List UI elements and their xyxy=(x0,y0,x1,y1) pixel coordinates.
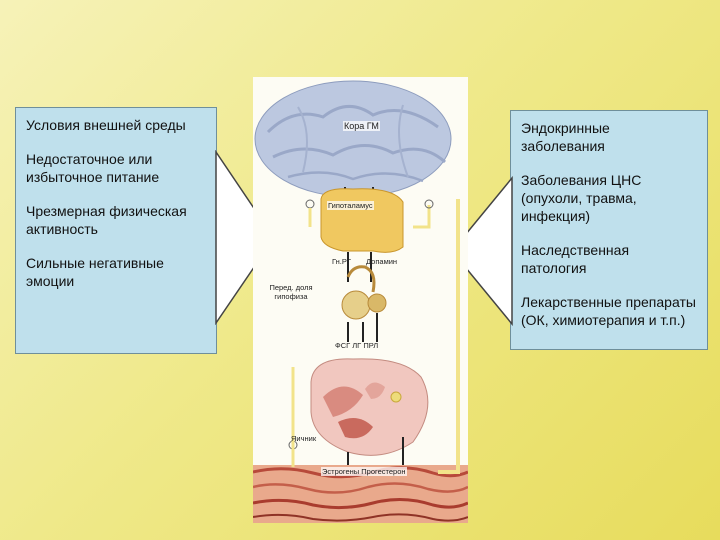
right-factors-box: Эндокринные заболевания Заболевания ЦНС … xyxy=(510,110,708,350)
steroids-label: Эстрогены Прогестерон xyxy=(321,467,407,476)
cortex-label: Кора ГМ xyxy=(343,121,380,131)
right-item-hereditary: Наследственная патология xyxy=(521,242,630,276)
pituitary-icon xyxy=(341,290,371,320)
ovary-icon xyxy=(310,358,429,456)
left-item-physical-activity: Чрезмерная физическая активность xyxy=(26,203,187,237)
right-item-cns: Заболевания ЦНС (опухоли, травма, инфекц… xyxy=(521,172,642,224)
hpo-axis-diagram: Кора ГМ Гипоталамус Гн.РГ Допамин Перед.… xyxy=(252,77,469,523)
anatomy-illustration xyxy=(252,80,469,523)
dopamine-label: Допамин xyxy=(366,257,398,266)
left-item-environment: Условия внешней среды xyxy=(26,117,186,133)
hormones-label: ФСГ ЛГ ПРЛ xyxy=(335,341,379,350)
right-item-drugs: Лекарственные препараты (ОК, химиотерапи… xyxy=(521,294,696,328)
left-item-nutrition: Недостаточное или избыточное питание xyxy=(26,151,160,185)
grh-label: Гн.РГ xyxy=(332,257,351,266)
ovary-label: Яичник xyxy=(291,434,317,443)
right-arrow-icon xyxy=(451,176,513,326)
left-factors-box: Условия внешней среды Недостаточное или … xyxy=(15,107,217,354)
hypothalamus-label: Гипоталамус xyxy=(327,201,374,210)
left-item-emotions: Сильные негативные эмоции xyxy=(26,255,164,289)
right-item-endocrine: Эндокринные заболевания xyxy=(521,120,610,154)
hypothalamus-icon xyxy=(320,188,404,253)
left-arrow-icon xyxy=(215,150,275,325)
pituitary-label: Перед. доля гипофиза xyxy=(269,283,313,301)
